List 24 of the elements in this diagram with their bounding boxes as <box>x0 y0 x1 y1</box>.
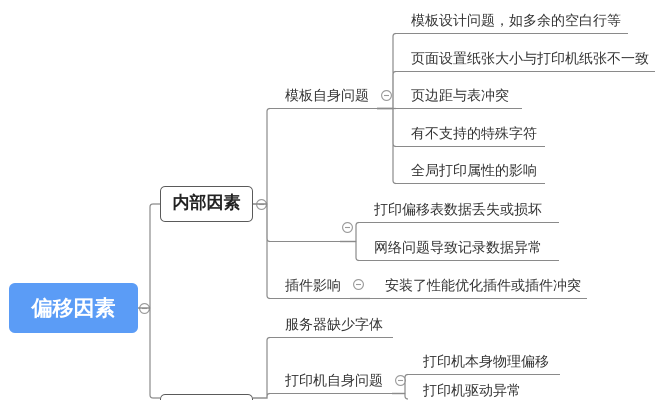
connector-line <box>138 307 160 399</box>
topic-label: 服务器缺少字体 <box>270 316 393 338</box>
topic-label: 页边距与表冲突 <box>396 87 522 109</box>
connector-line <box>340 240 360 262</box>
connector-line <box>253 203 271 300</box>
connector-line <box>377 108 397 184</box>
topic-label: 网络问题导致记录数据异常 <box>359 239 559 261</box>
topic-label: 插件影响 <box>270 277 350 299</box>
connector-line <box>392 392 409 400</box>
topic-box: 内部因素 <box>160 186 253 222</box>
topic-label: 有不支持的特殊字符 <box>396 125 545 147</box>
topic-box <box>160 394 253 400</box>
topic-label: 打印机本身物理偏移 <box>408 353 560 375</box>
topic-label: 安装了性能优化插件或插件冲突 <box>370 277 587 299</box>
topic-label: 打印偏移表数据丢失或损坏 <box>359 201 559 223</box>
topic-label: 打印机驱动异常 <box>408 383 535 400</box>
topic-label: 全局打印属性的影响 <box>396 162 545 184</box>
root-topic-box: 偏移因素 <box>9 283 138 333</box>
topic-label: 页面设置纸张大小与打印机纸张不一致 <box>396 50 655 72</box>
connector-line <box>350 298 370 300</box>
connector-line <box>253 392 271 399</box>
topic-label: 模板设计问题，如多余的空白行等 <box>396 12 628 34</box>
topic-label: 打印机自身问题 <box>270 372 392 394</box>
topic-label: 模板自身问题 <box>270 87 377 109</box>
